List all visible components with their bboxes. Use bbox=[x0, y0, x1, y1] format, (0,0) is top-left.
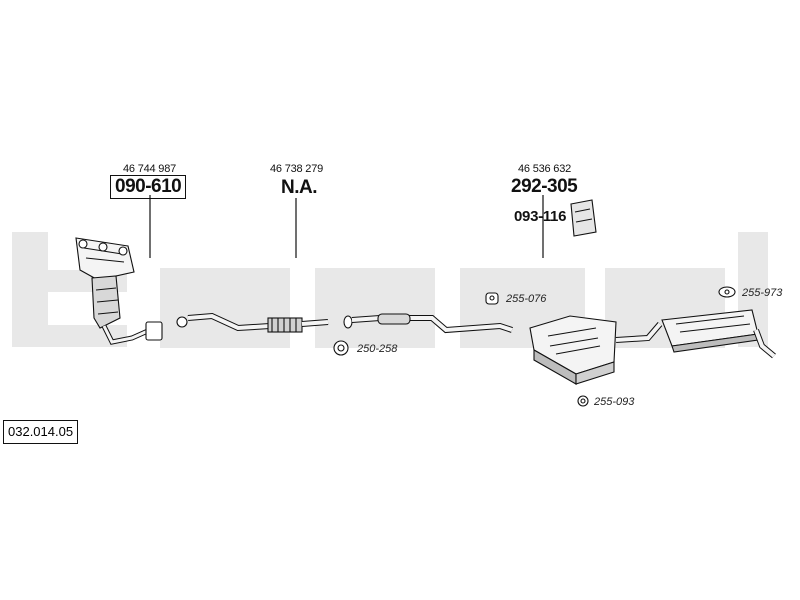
front-pipe-part bbox=[176, 312, 329, 333]
hanger-icon-255-093 bbox=[577, 395, 589, 407]
hanger-icon-255-076 bbox=[485, 292, 499, 305]
rear-section-part bbox=[343, 309, 776, 385]
heat-shield-part bbox=[570, 199, 597, 237]
hanger-icon-255-973 bbox=[718, 286, 736, 298]
accessory-code-255-076[interactable]: 255-076 bbox=[506, 293, 547, 305]
diagram-number: 032.014.05 bbox=[3, 420, 79, 444]
manifold-part bbox=[75, 237, 163, 345]
clamp-icon-250-258 bbox=[333, 340, 349, 356]
part-number-rear-section[interactable]: 292-305 bbox=[511, 176, 578, 197]
accessory-code-255-093[interactable]: 255-093 bbox=[594, 396, 635, 408]
oem-number-manifold: 46 744 987 bbox=[123, 163, 177, 175]
oem-number-front-pipe: 46 738 279 bbox=[270, 163, 324, 175]
part-number-manifold[interactable]: 090-610 bbox=[110, 175, 187, 199]
accessory-code-250-258[interactable]: 250-258 bbox=[357, 343, 398, 355]
part-number-heat-shield[interactable]: 093-116 bbox=[514, 208, 567, 225]
oem-number-rear-section: 46 536 632 bbox=[518, 163, 572, 175]
accessory-code-255-973[interactable]: 255-973 bbox=[742, 287, 783, 299]
part-number-front-pipe[interactable]: N.A. bbox=[281, 177, 318, 198]
